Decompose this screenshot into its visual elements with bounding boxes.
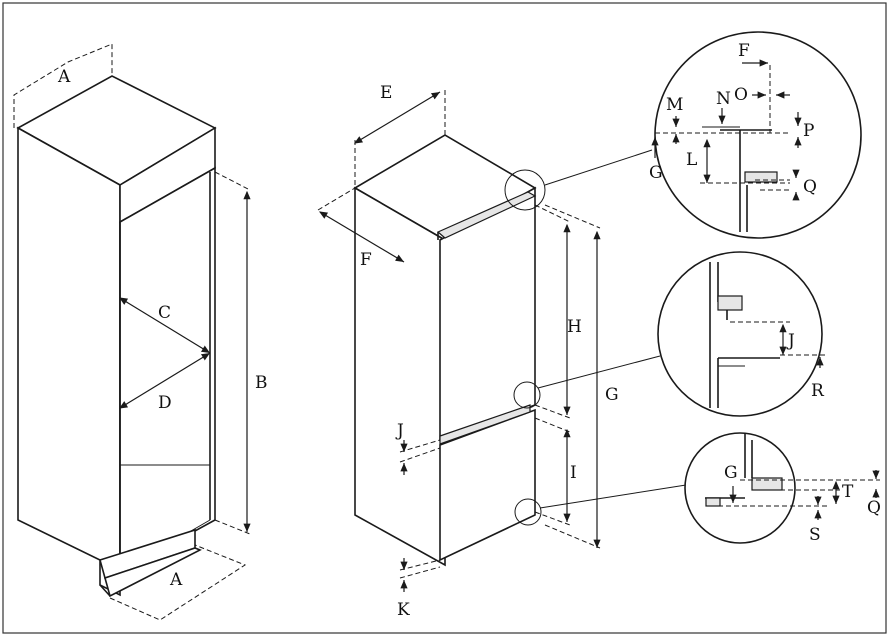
label-g-detail-bottom: G	[724, 463, 738, 483]
label-k: K	[397, 600, 410, 620]
cabinet-niche	[16, 75, 217, 598]
label-n: N	[716, 89, 731, 109]
detail-top-circle	[654, 31, 862, 239]
label-d: D	[158, 393, 172, 413]
label-s: S	[809, 525, 821, 545]
label-j-main: J	[395, 421, 404, 441]
label-g-detail-top: G	[649, 163, 663, 183]
label-f-front: F	[360, 250, 372, 270]
label-m: M	[666, 95, 683, 115]
detail-bottom-circle	[684, 432, 880, 544]
label-q-bottom: Q	[867, 498, 881, 518]
label-a-bottom: A	[169, 570, 183, 590]
label-a-top: A	[57, 67, 71, 87]
label-p: P	[803, 121, 814, 141]
label-e: E	[380, 83, 392, 103]
label-b: B	[255, 373, 268, 393]
label-j-detail: J	[786, 331, 795, 351]
label-q-top: Q	[803, 177, 817, 197]
label-t: T	[842, 482, 854, 502]
label-i: I	[570, 463, 577, 483]
label-h: H	[567, 317, 582, 337]
label-g-main: G	[605, 385, 619, 405]
appliance-body	[353, 134, 537, 567]
label-r: R	[811, 381, 825, 401]
label-l: L	[686, 150, 697, 170]
detail-middle-circle	[657, 251, 825, 417]
label-o: O	[734, 85, 748, 105]
label-c: C	[158, 303, 171, 323]
label-f-detail: F	[738, 41, 750, 61]
